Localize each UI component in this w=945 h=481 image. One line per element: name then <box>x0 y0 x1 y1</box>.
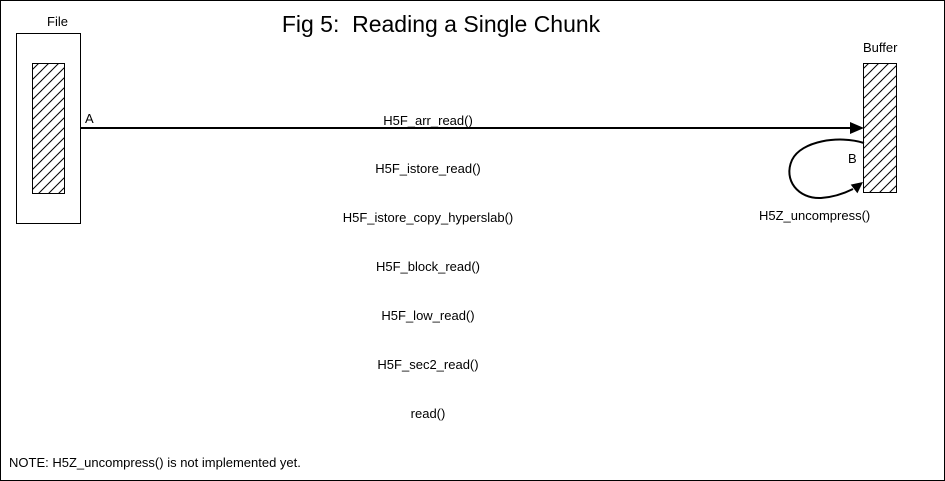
buffer-data-region <box>863 63 897 193</box>
loop-arrow-path <box>788 138 865 200</box>
arrow-a-label: A <box>85 111 94 126</box>
figure-title: Fig 5: Reading a Single Chunk <box>281 11 601 37</box>
loop-arrow-head-icon <box>850 182 863 194</box>
footnote: NOTE: H5Z_uncompress() is not implemente… <box>9 455 301 470</box>
file-data-region <box>32 63 65 194</box>
call-stack: H5F_arr_read() H5F_istore_read() H5F_ist… <box>1 80 855 455</box>
file-label: File <box>47 14 68 29</box>
arrow-b-label: B <box>848 151 857 166</box>
call-stack-line: H5F_low_read() <box>381 308 475 324</box>
call-stack-line: read() <box>410 405 446 421</box>
call-stack-line: H5F_istore_copy_hyperslab() <box>342 210 514 226</box>
uncompress-function-label: H5Z_uncompress() <box>759 208 871 223</box>
call-stack-line: H5F_arr_read() <box>383 112 473 128</box>
call-stack-line: H5F_istore_read() <box>375 161 481 177</box>
call-stack-line: H5F_sec2_read() <box>377 357 479 373</box>
arrow-a-head-icon <box>850 122 864 134</box>
buffer-label: Buffer <box>863 40 898 55</box>
call-stack-line: H5F_block_read() <box>375 259 481 275</box>
